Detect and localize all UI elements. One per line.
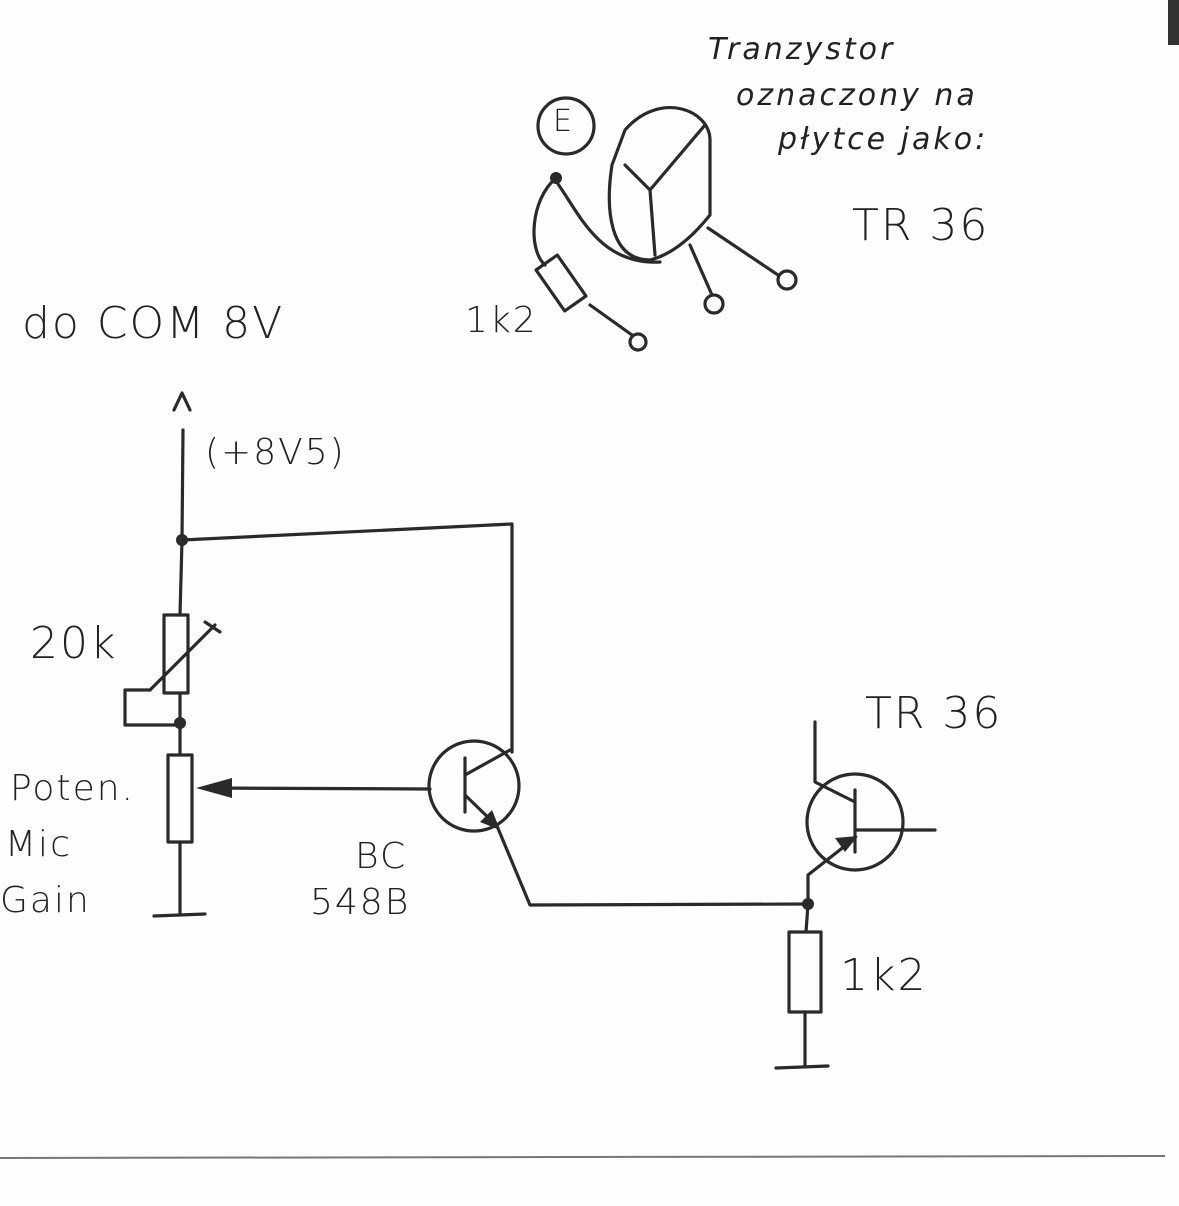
pot-label-3: Gain bbox=[0, 880, 91, 921]
note-line-3: płytce jako: bbox=[778, 122, 989, 157]
transistor-pinout-sketch bbox=[532, 96, 798, 352]
trimmer-label: 20k bbox=[30, 618, 118, 669]
supply-voltage-label: (+8V5) bbox=[205, 432, 346, 473]
pinout-resistor-label: 1k2 bbox=[465, 300, 538, 341]
ground-symbol bbox=[152, 840, 207, 918]
wiper-wire bbox=[203, 786, 432, 791]
collector-supply-wire bbox=[180, 522, 514, 754]
emitter-resistor-label: 1k2 bbox=[840, 950, 928, 1001]
note-line-2: oznaczony na bbox=[736, 78, 978, 113]
emitter-lead bbox=[532, 176, 558, 267]
emitter-wire bbox=[495, 824, 810, 907]
tr36-label: TR 36 bbox=[865, 688, 1003, 739]
note-part-label: TR 36 bbox=[852, 200, 990, 251]
scan-edge bbox=[1168, 0, 1179, 45]
note-line-1: Tranzystor bbox=[708, 32, 896, 67]
emitter-label: E bbox=[553, 104, 574, 139]
ground-symbol bbox=[774, 1010, 830, 1070]
supply-wire bbox=[180, 428, 185, 542]
emitter-marker-circle bbox=[536, 96, 596, 156]
page-edge-line bbox=[0, 1155, 1166, 1159]
pot-label-2: Mic bbox=[5, 824, 72, 865]
bc548-label-2: 548B bbox=[310, 882, 411, 923]
resistor-1k2 bbox=[787, 930, 823, 1014]
transistor-bc548b bbox=[427, 739, 521, 833]
transistor-tr36 bbox=[805, 720, 937, 906]
pinout-resistor bbox=[534, 253, 588, 313]
wiper-arrow-icon bbox=[196, 778, 232, 798]
supply-target-label: do COM 8V bbox=[22, 298, 285, 349]
supply-arrow-icon bbox=[172, 391, 192, 412]
variable-arrow bbox=[148, 620, 222, 692]
pot-label-1: Poten. bbox=[10, 768, 135, 809]
bc548-label-1: BC bbox=[355, 836, 408, 877]
potentiometer-mic-gain bbox=[166, 753, 194, 844]
to92-body bbox=[607, 106, 712, 262]
